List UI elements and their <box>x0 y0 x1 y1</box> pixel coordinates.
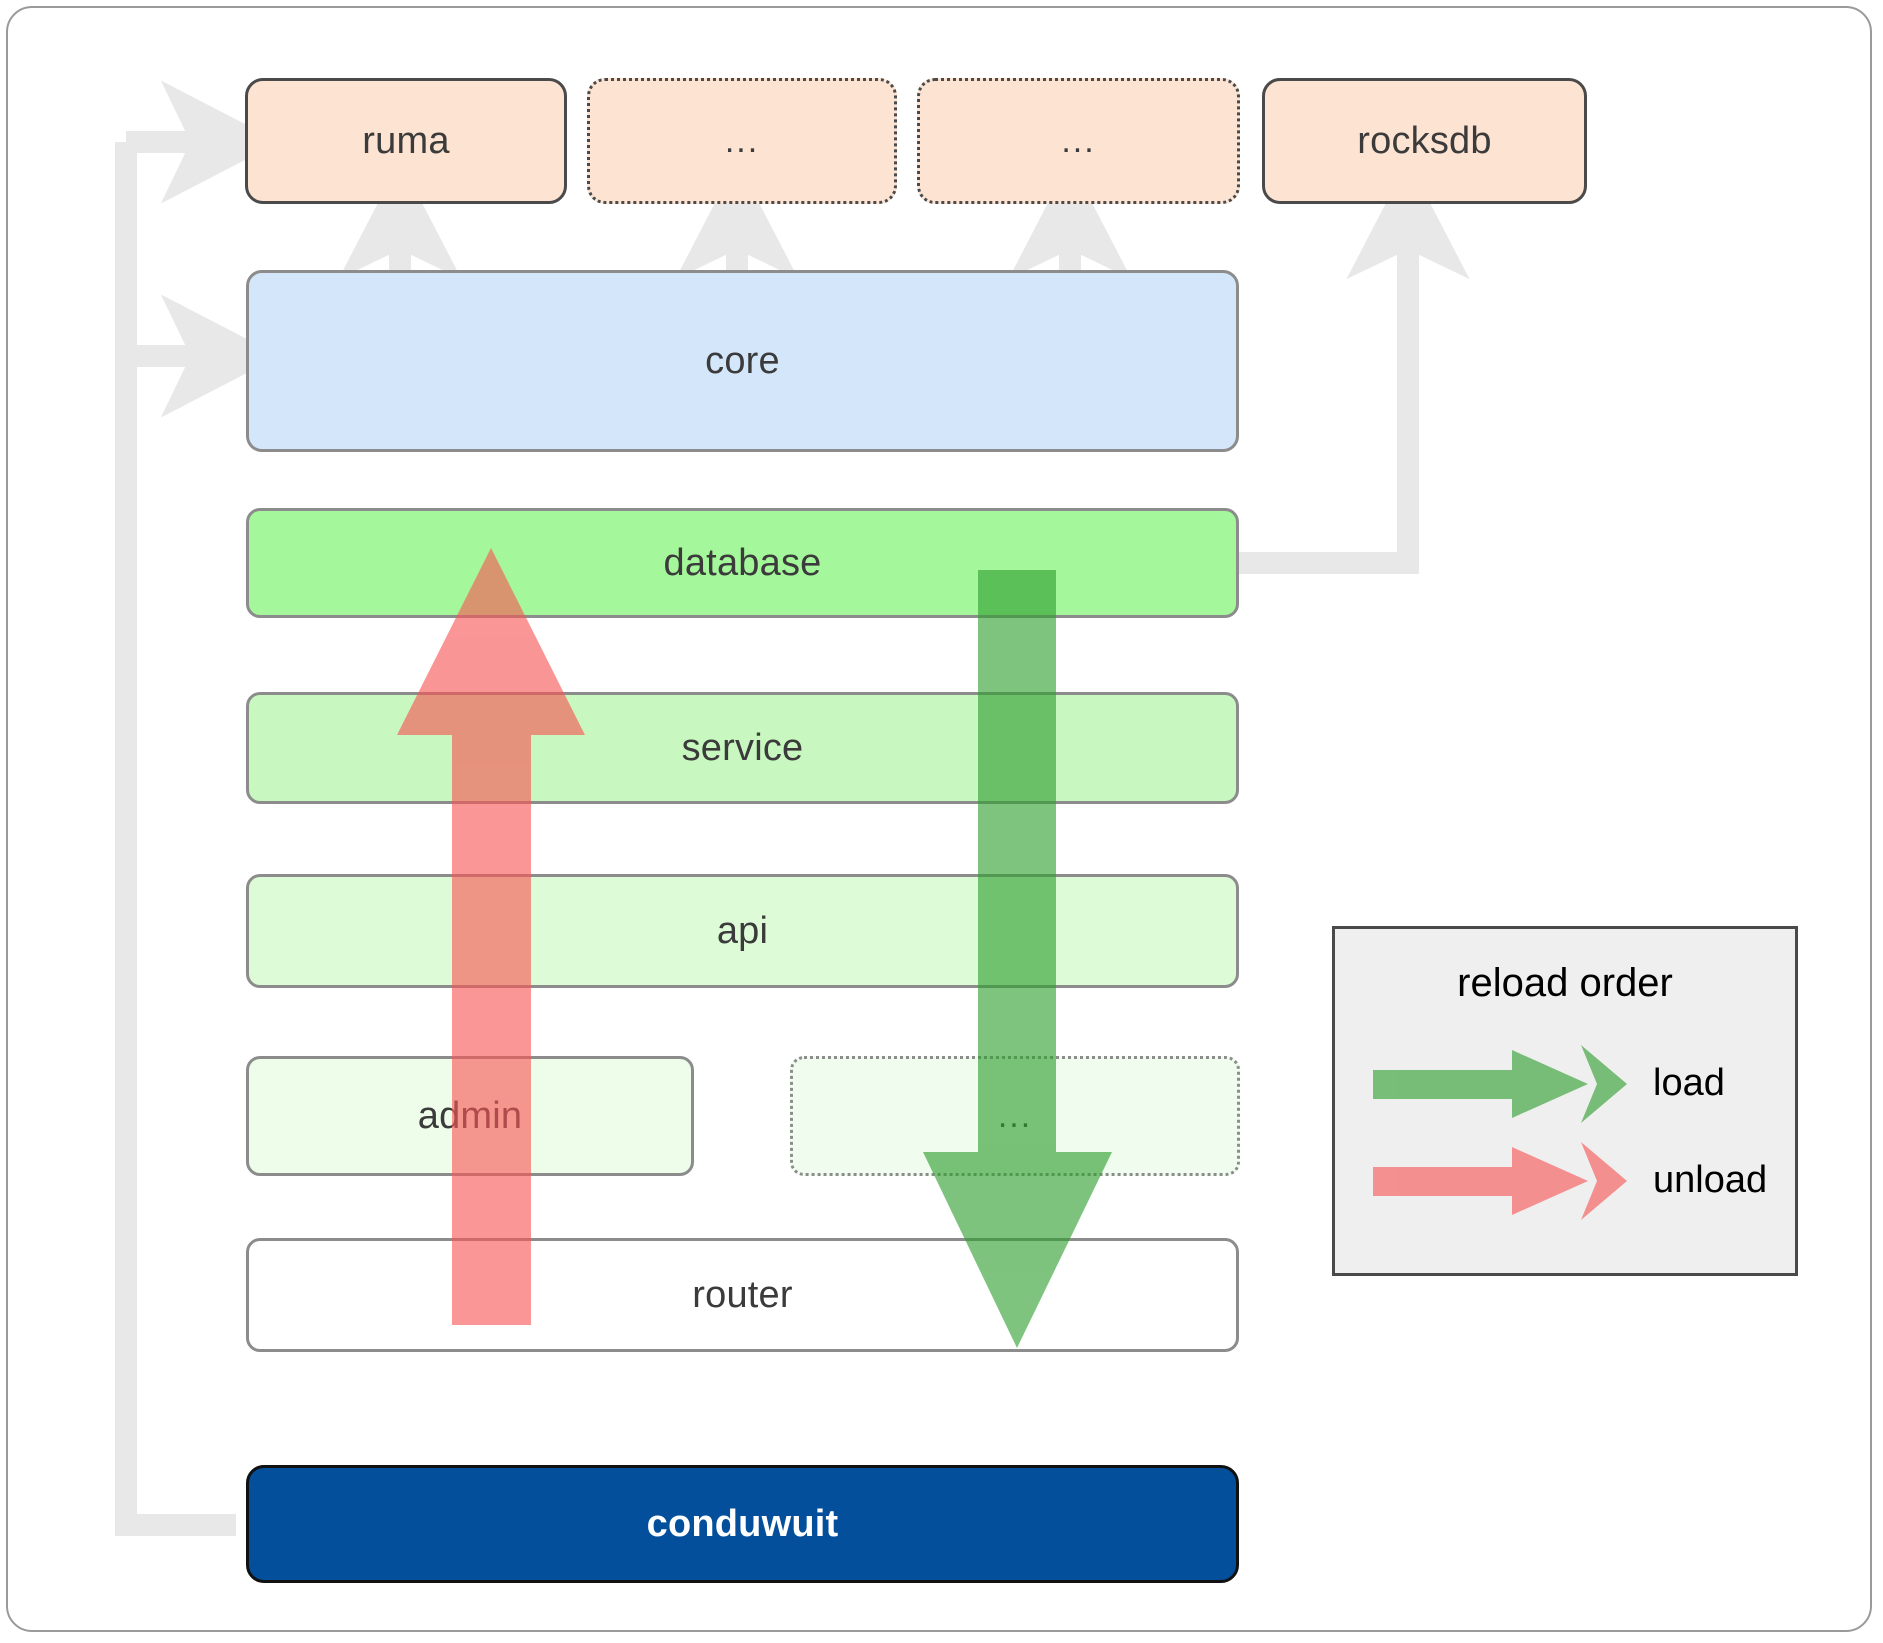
node-rocksdb-label: rocksdb <box>1357 119 1492 162</box>
node-database[interactable]: database <box>246 508 1239 618</box>
node-core-label: core <box>705 339 780 382</box>
node-rocksdb[interactable]: rocksdb <box>1262 78 1587 204</box>
legend-title: reload order <box>1457 961 1673 1005</box>
legend-label-load: load <box>1653 1062 1725 1104</box>
node-api[interactable]: api <box>246 874 1239 988</box>
node-conduwuit-label: conduwuit <box>646 1502 839 1545</box>
node-admin-label: admin <box>417 1094 523 1137</box>
legend-reload-order: reload order load unload <box>1332 926 1798 1276</box>
node-layer-placeholder-label: ... <box>997 1096 1033 1135</box>
node-ruma[interactable]: ruma <box>245 78 567 204</box>
node-database-label: database <box>663 541 822 584</box>
node-dependency-placeholder-2-label: ... <box>1061 121 1096 160</box>
node-dependency-placeholder-1-label: ... <box>724 121 760 160</box>
node-conduwuit[interactable]: conduwuit <box>246 1465 1239 1583</box>
legend-unload-arrow <box>1373 1142 1627 1220</box>
connector-trunk <box>115 142 236 1536</box>
legend-arrow-swatches <box>1373 1045 1627 1220</box>
node-dependency-placeholder-1[interactable]: ... <box>587 78 897 204</box>
legend-load-arrow <box>1373 1045 1627 1123</box>
node-admin[interactable]: admin <box>246 1056 694 1176</box>
node-core[interactable]: core <box>246 270 1239 452</box>
connector-database-to-rocksdb <box>1232 160 1470 574</box>
node-layer-placeholder[interactable]: ... <box>790 1056 1240 1176</box>
node-service[interactable]: service <box>246 692 1239 804</box>
node-ruma-label: ruma <box>362 119 450 162</box>
node-router[interactable]: router <box>246 1238 1239 1352</box>
node-api-label: api <box>716 909 769 952</box>
legend-label-unload: unload <box>1653 1159 1768 1201</box>
node-dependency-placeholder-2[interactable]: ... <box>917 78 1240 204</box>
node-service-label: service <box>681 726 804 769</box>
node-router-label: router <box>692 1273 793 1316</box>
